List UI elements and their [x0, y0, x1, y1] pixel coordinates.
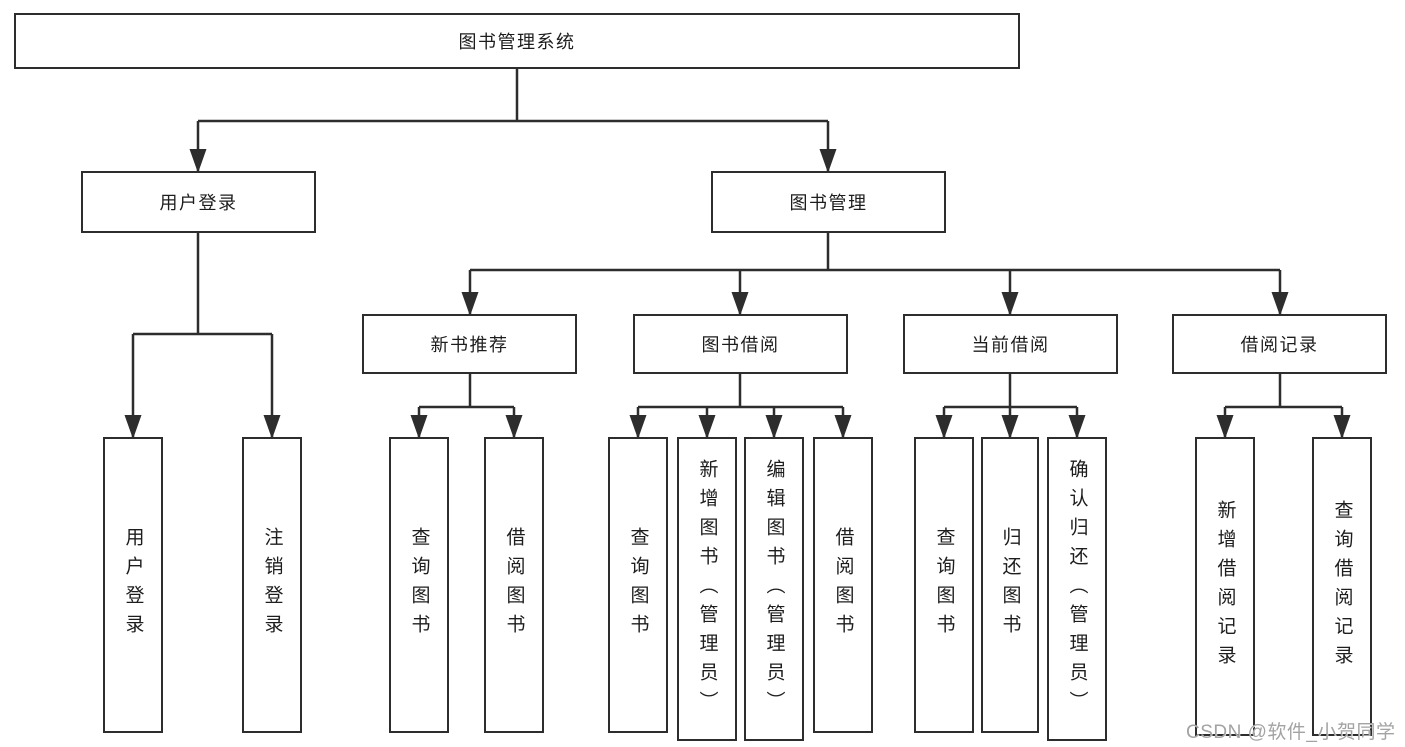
arrow-down-icon — [765, 415, 783, 439]
leaf-label: 查询图书 — [627, 527, 649, 643]
arrow-down-icon — [731, 292, 749, 316]
node-root-system: 图书管理系统 — [14, 13, 1020, 69]
arrow-down-icon — [819, 149, 837, 173]
node-book-management: 图书管理 — [711, 171, 946, 233]
leaf-query-books: 查询图书 — [914, 437, 974, 733]
leaf-confirm-return-admin: 确认归还（管理员） — [1047, 437, 1107, 741]
leaf-label: 新增借阅记录 — [1214, 499, 1236, 674]
leaf-add-books-admin: 新增图书（管理员） — [677, 437, 737, 741]
node-label: 新书推荐 — [430, 335, 509, 355]
arrow-down-icon — [629, 415, 647, 439]
arrow-down-icon — [1333, 415, 1351, 439]
arrow-down-icon — [1271, 292, 1289, 316]
leaf-user-login: 用户登录 — [103, 437, 163, 733]
arrow-down-icon — [461, 292, 479, 316]
arrow-down-icon — [1001, 292, 1019, 316]
leaf-return-books: 归还图书 — [981, 437, 1039, 733]
arrow-down-icon — [1216, 415, 1234, 439]
arrow-down-icon — [1001, 415, 1019, 439]
leaf-label: 归还图书 — [999, 527, 1021, 643]
arrow-down-icon — [935, 415, 953, 439]
node-label: 用户登录 — [159, 193, 238, 213]
node-book-borrow: 图书借阅 — [633, 314, 848, 374]
leaf-query-books: 查询图书 — [389, 437, 449, 733]
leaf-label: 查询借阅记录 — [1331, 499, 1353, 674]
node-label: 图书管理系统 — [458, 32, 576, 52]
node-user-login: 用户登录 — [81, 171, 316, 233]
leaf-query-borrow-record: 查询借阅记录 — [1312, 437, 1372, 736]
node-current-borrow: 当前借阅 — [903, 314, 1118, 374]
csdn-watermark: CSDN @软件_小贺同学 — [1186, 722, 1396, 743]
leaf-label: 确认归还（管理员） — [1066, 458, 1088, 720]
node-label: 当前借阅 — [971, 335, 1050, 355]
arrow-down-icon — [189, 149, 207, 173]
node-label: 借阅记录 — [1240, 335, 1319, 355]
arrow-down-icon — [410, 415, 428, 439]
leaf-label: 注销登录 — [261, 527, 283, 643]
leaf-label: 编辑图书（管理员） — [763, 458, 785, 720]
leaf-borrow-books: 借阅图书 — [484, 437, 544, 733]
arrow-down-icon — [698, 415, 716, 439]
arrow-down-icon — [505, 415, 523, 439]
arrow-down-icon — [124, 415, 142, 439]
leaf-label: 查询图书 — [408, 527, 430, 643]
leaf-add-borrow-record: 新增借阅记录 — [1195, 437, 1255, 736]
node-new-book-recommend: 新书推荐 — [362, 314, 577, 374]
leaf-label: 用户登录 — [122, 527, 144, 643]
leaf-edit-books-admin: 编辑图书（管理员） — [744, 437, 804, 741]
leaf-borrow-books: 借阅图书 — [813, 437, 873, 733]
arrow-down-icon — [1068, 415, 1086, 439]
leaf-label: 查询图书 — [933, 527, 955, 643]
leaf-query-books: 查询图书 — [608, 437, 668, 733]
node-borrow-records: 借阅记录 — [1172, 314, 1387, 374]
node-label: 图书借阅 — [701, 335, 780, 355]
leaf-label: 借阅图书 — [503, 527, 525, 643]
arrow-down-icon — [263, 415, 281, 439]
leaf-logout: 注销登录 — [242, 437, 302, 733]
leaf-label: 新增图书（管理员） — [696, 458, 718, 720]
node-label: 图书管理 — [789, 193, 868, 213]
arrow-down-icon — [834, 415, 852, 439]
leaf-label: 借阅图书 — [832, 527, 854, 643]
